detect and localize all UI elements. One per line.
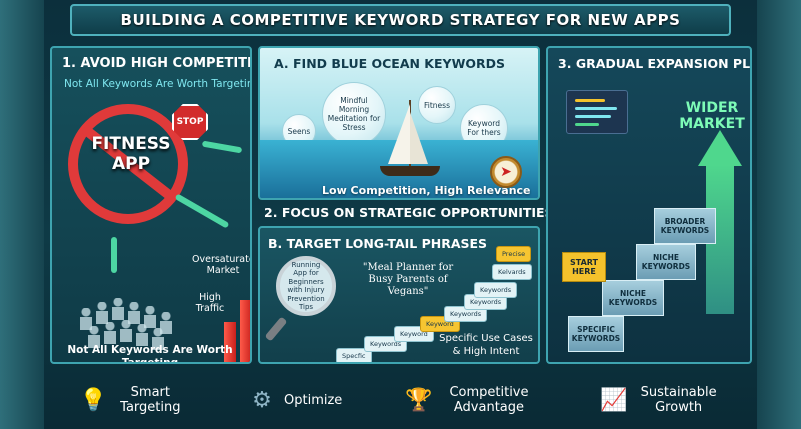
page-title: BUILDING A COMPETITIVE KEYWORD STRATEGY … xyxy=(120,11,681,29)
step-label: NICHE KEYWORDS xyxy=(641,253,691,271)
code-window-icon xyxy=(566,90,628,134)
arrow-down-right-icon xyxy=(174,193,230,229)
frame-left-pillar xyxy=(0,0,44,429)
long-tail-quote: "Meal Planner for Busy Parents of Vegans… xyxy=(362,262,454,297)
fitness-app-label: FITNESS APP xyxy=(91,134,171,174)
step-label: BROADER KEYWORDS xyxy=(660,217,710,235)
panel-long-tail-phrases: B. TARGET LONG-TAIL PHRASES Running App … xyxy=(258,226,540,364)
step-label: NICHE KEYWORDS xyxy=(608,289,658,307)
panel-blue-ocean-keywords: A. FIND BLUE OCEAN KEYWORDS Mindful Morn… xyxy=(258,46,540,200)
keyword-chip: Specfic xyxy=(336,348,372,362)
feature-optimize: ⚙ Optimize xyxy=(248,386,342,414)
magnifier-icon: Running App for Beginners with Injury Pr… xyxy=(276,256,336,316)
feature-competitive-advantage: 🏆 Competitive Advantage xyxy=(405,385,537,415)
section2-heading: 2. FOCUS ON STRATEGIC OPPORTUNITIES xyxy=(264,205,554,220)
keyword-bubble-label: Seens xyxy=(287,126,311,136)
person-icon xyxy=(88,326,100,348)
section3-heading: 3. GRADUAL EXPANSION PLAN xyxy=(558,56,752,71)
lightbulb-icon: 💡 xyxy=(79,387,108,413)
person-icon xyxy=(112,298,124,320)
feature-smart-targeting: 💡 Smart Targeting xyxy=(79,385,185,415)
section2-number: 2. xyxy=(264,205,278,220)
feature-label: Optimize xyxy=(284,392,343,408)
keyword-bubble-label: Fitness xyxy=(424,100,450,110)
feature-label: Competitive Advantage xyxy=(449,385,529,415)
section1-subtitle: Not All Keywords Are Worth Targeting xyxy=(64,78,252,90)
benefits-footer: 💡 Smart Targeting ⚙ Optimize 🏆 Competiti… xyxy=(48,372,753,428)
start-here-label: START HERE xyxy=(569,258,599,276)
person-icon xyxy=(128,302,140,324)
magnifier-handle xyxy=(264,316,288,342)
section3-number: 3. xyxy=(558,56,572,71)
section1-bottom-caption: Not All Keywords Are Worth Targeting xyxy=(67,344,233,364)
person-icon xyxy=(144,306,156,328)
arrow-down-icon xyxy=(111,237,117,273)
sectionB-title: TARGET LONG-TAIL PHRASES xyxy=(286,236,488,251)
traffic-bar-chart-icon xyxy=(224,270,250,362)
frame-right-pillar xyxy=(757,0,801,429)
sectionA-caption: Low Competition, High Relevance xyxy=(322,184,531,197)
feature-label: Sustainable Growth xyxy=(640,385,717,415)
traffic-bar xyxy=(240,300,250,362)
keyword-chip: Keywords xyxy=(474,282,518,298)
section2-heading-bar: 2. FOCUS ON STRATEGIC OPPORTUNITIES xyxy=(258,205,554,225)
high-traffic-label: High Traffic xyxy=(195,292,225,314)
person-icon xyxy=(80,308,92,330)
sailboat-icon xyxy=(388,104,410,164)
step-broader-keywords: BROADER KEYWORDS xyxy=(654,208,716,244)
keyword-chip: Kelvards xyxy=(492,264,532,280)
sailboat-sail xyxy=(410,112,428,164)
step-specific-keywords: SPECIFIC KEYWORDS xyxy=(568,316,624,352)
step-niche-keywords-upper: NICHE KEYWORDS xyxy=(636,244,696,280)
step-niche-keywords-lower: NICHE KEYWORDS xyxy=(602,280,664,316)
title-banner: BUILDING A COMPETITIVE KEYWORD STRATEGY … xyxy=(70,4,731,36)
section1-number: 1. xyxy=(62,56,76,71)
growth-arrow-icon xyxy=(698,130,742,166)
growth-chart-icon: 📈 xyxy=(599,387,628,413)
sectionA-title: FIND BLUE OCEAN KEYWORDS xyxy=(293,56,506,71)
person-icon xyxy=(96,302,108,324)
wider-market-label: WIDER MARKET xyxy=(679,100,745,132)
panel-gradual-expansion: 3. GRADUAL EXPANSION PLAN WIDER MARKET S… xyxy=(546,46,752,364)
sailboat-hull xyxy=(380,166,440,176)
traffic-bar xyxy=(224,322,236,362)
arrow-right-icon xyxy=(201,140,243,154)
keyword-bubble-label: Mindful Morning Meditation for Stress xyxy=(327,96,381,132)
keyword-chip-precise: Precise xyxy=(496,246,532,262)
stop-sign-icon: STOP xyxy=(172,104,208,140)
code-line xyxy=(575,115,611,118)
section1-title: AVOID HIGH COMPETITION xyxy=(80,56,252,71)
code-line xyxy=(575,99,605,102)
gears-icon: ⚙ xyxy=(252,387,272,413)
start-here-flag: START HERE xyxy=(562,252,606,282)
panel-avoid-high-competition: 1. AVOID HIGH COMPETITION Not All Keywor… xyxy=(50,46,252,364)
code-line xyxy=(575,123,599,126)
section2-title: FOCUS ON STRATEGIC OPPORTUNITIES xyxy=(281,205,554,220)
oversaturated-label: Oversaturated Market xyxy=(192,254,250,276)
section3-title: GRADUAL EXPANSION PLAN xyxy=(575,56,752,71)
section1-heading: 1. AVOID HIGH COMPETITION xyxy=(62,56,252,71)
prohibition-icon xyxy=(68,104,188,224)
sectionA-heading: A. FIND BLUE OCEAN KEYWORDS xyxy=(274,56,505,71)
crowd-icon xyxy=(76,298,186,362)
sectionB-heading: B. TARGET LONG-TAIL PHRASES xyxy=(268,236,487,251)
sectionB-caption: Specific Use Cases & High Intent xyxy=(439,333,533,357)
sectionA-number: A. xyxy=(274,56,289,71)
code-line xyxy=(575,107,617,110)
keyword-bubble: Mindful Morning Meditation for Stress xyxy=(322,82,386,146)
person-icon xyxy=(120,320,132,342)
stop-label: STOP xyxy=(176,117,204,127)
feature-sustainable-growth: 📈 Sustainable Growth xyxy=(600,385,722,415)
feature-label: Smart Targeting xyxy=(120,385,181,415)
magnifier-text: Running App for Beginners with Injury Pr… xyxy=(287,260,325,312)
trophy-icon: 🏆 xyxy=(405,387,433,413)
keyword-bubble-label: Keyword For thers xyxy=(467,119,501,137)
person-icon xyxy=(104,322,116,344)
compass-icon: ➤ xyxy=(490,156,522,188)
person-icon xyxy=(136,324,148,346)
person-icon xyxy=(152,328,164,350)
sectionB-number: B. xyxy=(268,236,283,251)
step-label: SPECIFIC KEYWORDS xyxy=(571,325,621,343)
